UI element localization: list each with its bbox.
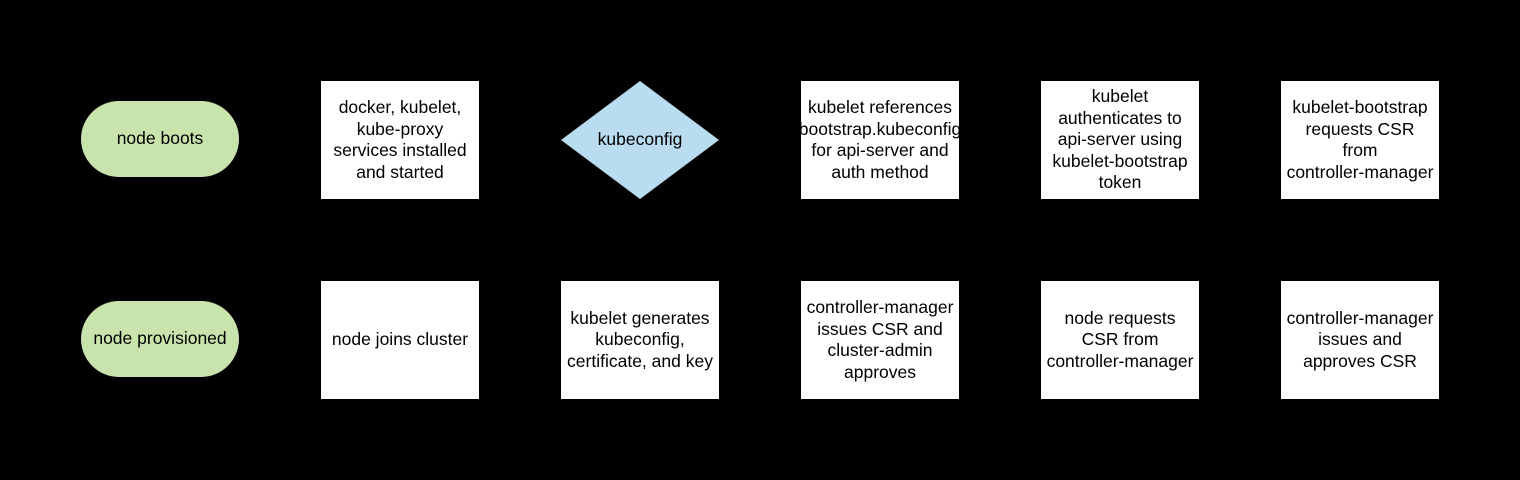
terminator-node-provisioned: node provisioned bbox=[81, 301, 239, 377]
process-services-installed: docker, kubelet, kube-proxy services ins… bbox=[321, 81, 479, 199]
node-label: kubelet-bootstrap requests CSR from cont… bbox=[1286, 97, 1434, 182]
node-label: node boots bbox=[116, 128, 204, 149]
node-label: docker, kubelet, kube-proxy services ins… bbox=[333, 97, 467, 182]
process-controller-manager-issues-approves-csr: controller-manager issues and approves C… bbox=[1281, 281, 1439, 399]
process-kubelet-authenticates-to-api-server: kubelet authenticates to api-server usin… bbox=[1041, 81, 1199, 199]
terminator-node-boots: node boots bbox=[81, 101, 239, 177]
decision-kubeconfig: kubeconfig bbox=[561, 81, 719, 199]
node-label: kubelet authenticates to api-server usin… bbox=[1052, 86, 1188, 193]
process-node-requests-csr: node requests CSR from controller-manage… bbox=[1041, 281, 1199, 399]
node-label: node joins cluster bbox=[331, 329, 469, 350]
node-label: kubeconfig bbox=[597, 129, 683, 150]
process-kubelet-generates-kubeconfig: kubelet generates kubeconfig, certificat… bbox=[561, 281, 719, 399]
node-label: kubelet generates kubeconfig, certificat… bbox=[567, 307, 713, 371]
node-label: node requests CSR from controller-manage… bbox=[1046, 307, 1194, 371]
process-node-joins-cluster: node joins cluster bbox=[321, 281, 479, 399]
process-kubelet-references-bootstrap-kubeconfig: kubelet references bootstrap.kubeconfig … bbox=[798, 81, 962, 199]
node-label: controller-manager issues CSR and cluste… bbox=[806, 297, 954, 382]
node-label: kubelet references bootstrap.kubeconfig … bbox=[798, 97, 962, 182]
process-controller-manager-issues-csr-cluster-admin-approves: controller-manager issues CSR and cluste… bbox=[801, 281, 959, 399]
node-label: controller-manager issues and approves C… bbox=[1286, 307, 1434, 371]
node-label: node provisioned bbox=[93, 328, 227, 349]
process-kubelet-bootstrap-requests-csr: kubelet-bootstrap requests CSR from cont… bbox=[1281, 81, 1439, 199]
